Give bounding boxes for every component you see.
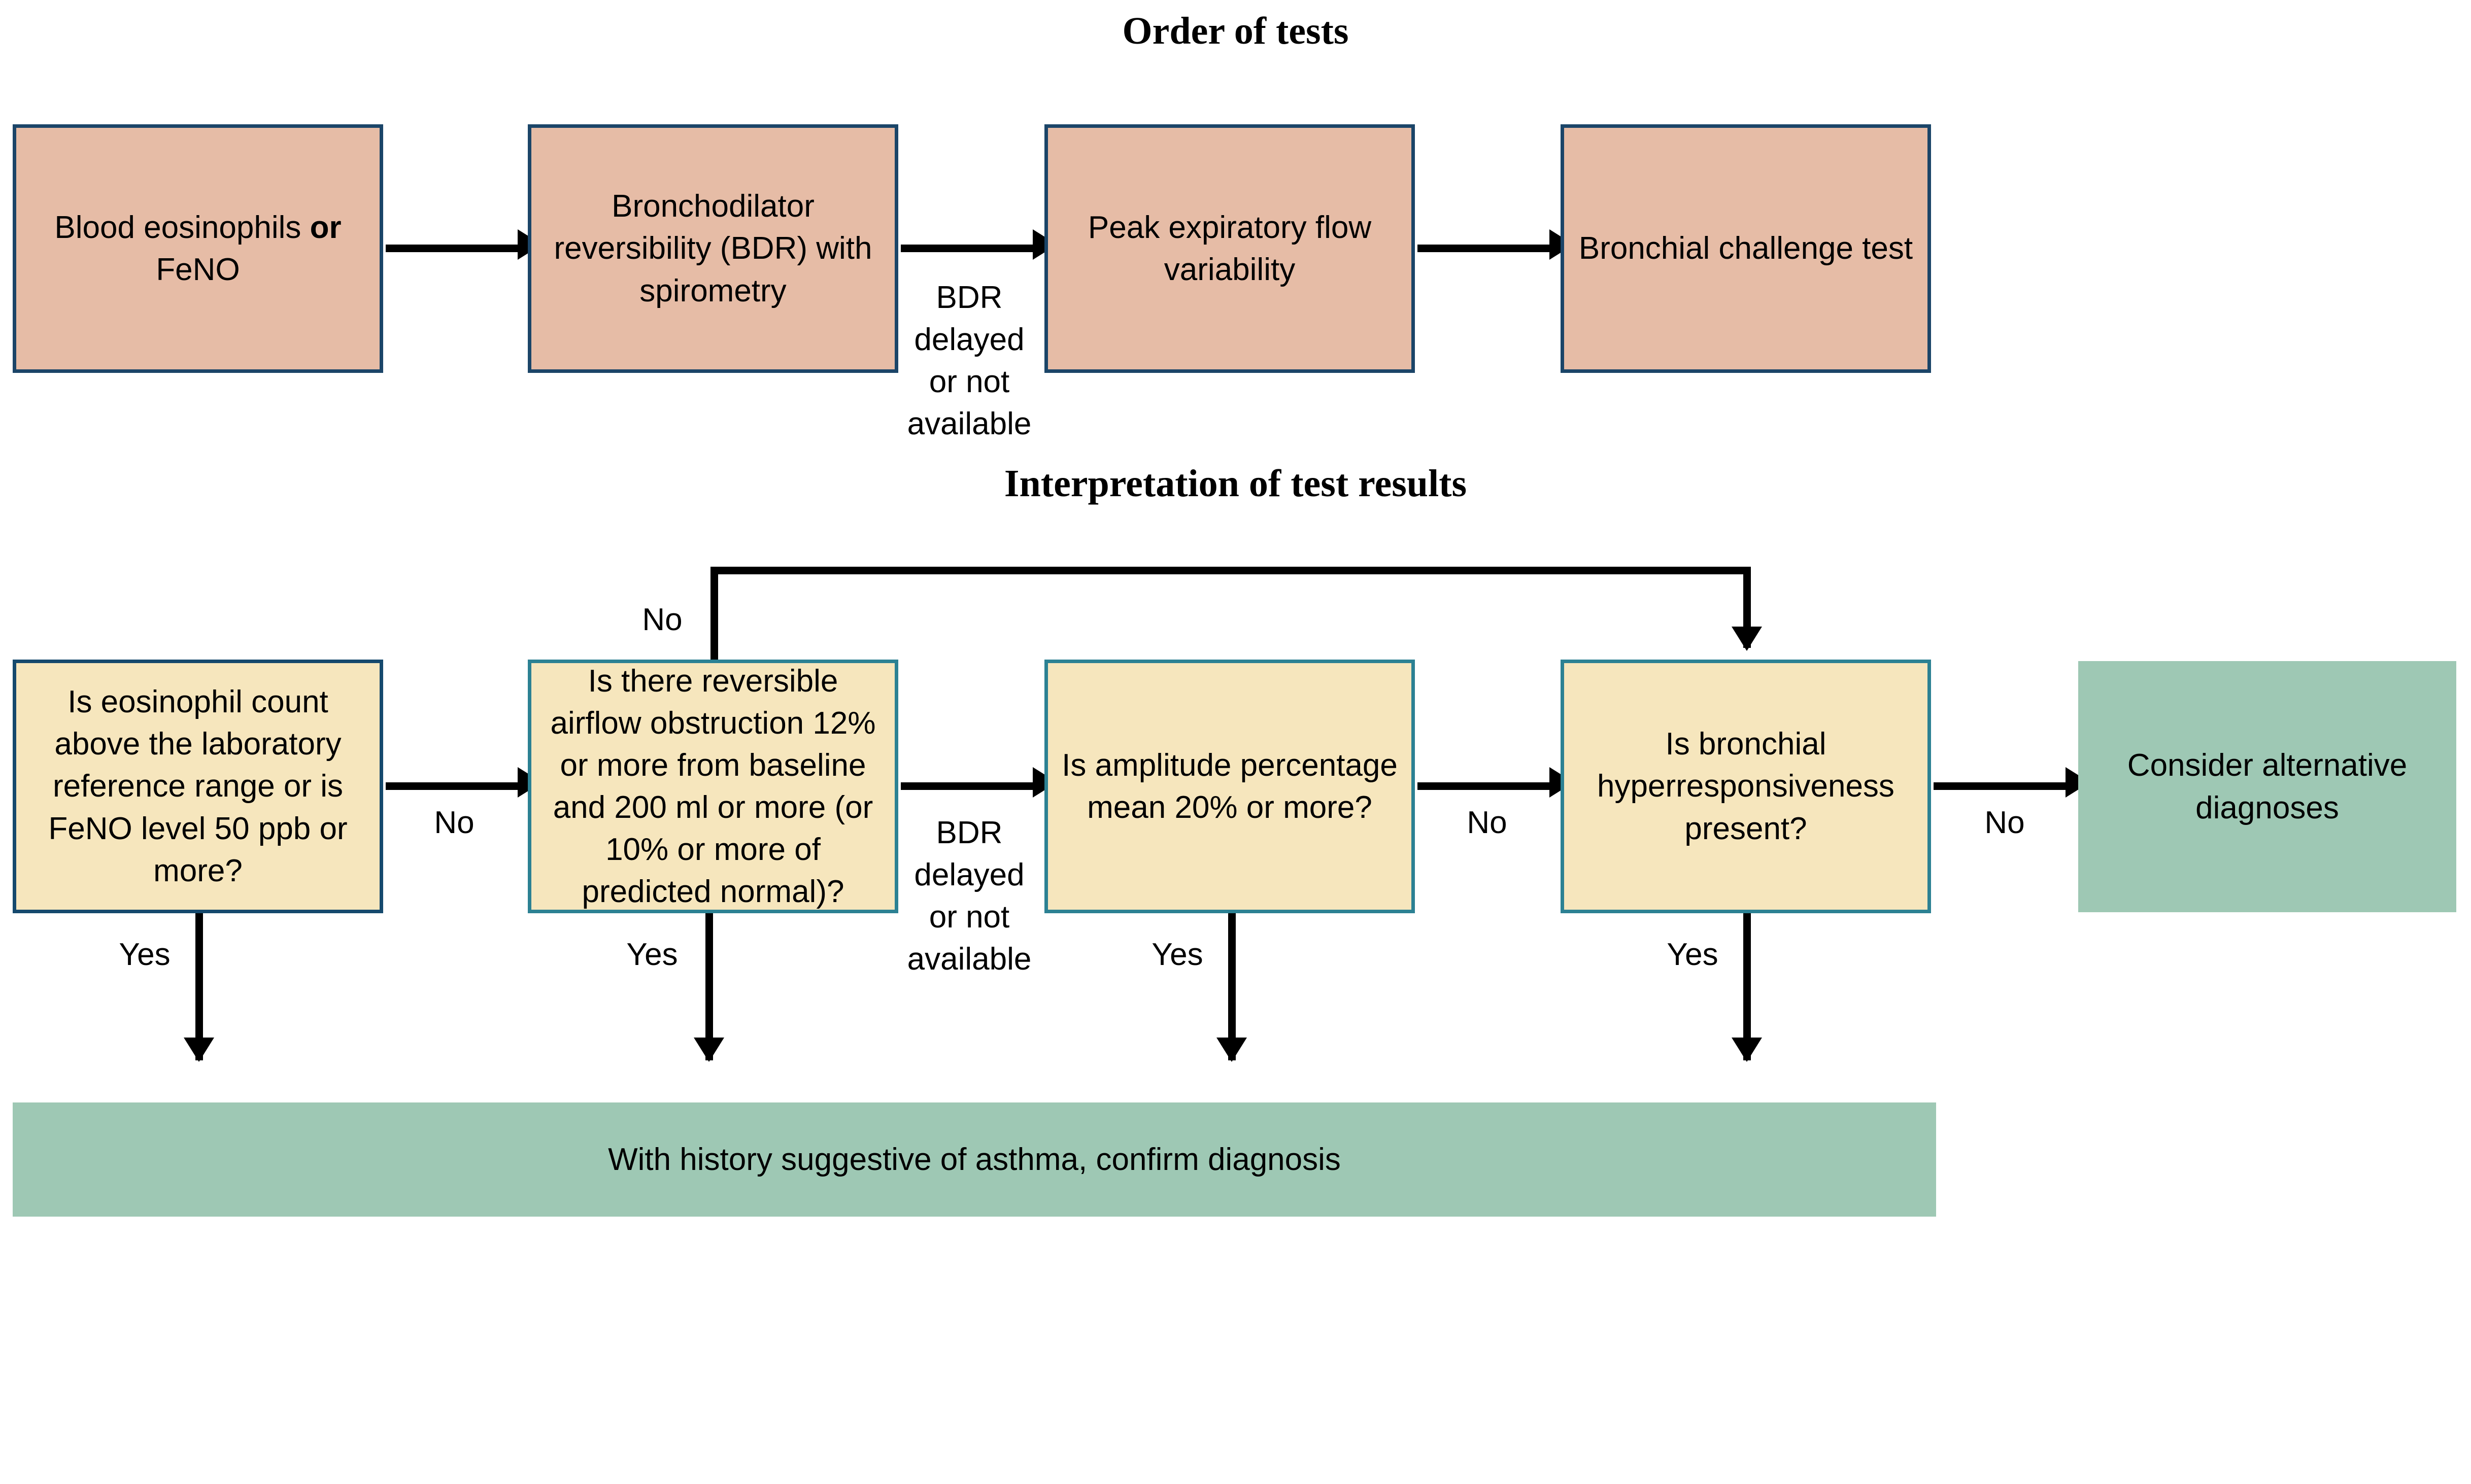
box-peak-expiratory-flow-label: Peak expiratory flow variability [1088,210,1372,287]
interpretation-title: Interpretation of test results [1004,462,1467,505]
connector-line-interp-2 [901,782,1035,790]
edge-label-no-1: No [434,805,475,840]
box-bronchial-challenge: Bronchial challenge test [1561,124,1931,373]
box-bdr-spirometry-label: Bronchodilator reversibility (BDR) with … [554,189,872,308]
box-reversible-obstruction-question: Is there reversible airflow obstruction … [528,660,898,913]
yes-line-3 [1228,913,1236,1060]
yes-line-1 [195,913,203,1060]
box-hyperresponsiveness-question-label: Is bronchial hyperresponsiveness present… [1597,727,1894,846]
connector-line-order-3 [1417,245,1552,252]
edge-label-no-3: No [1984,805,2025,840]
arrow-yes-4 [1732,1038,1762,1062]
box-amplitude-question-label: Is amplitude percentage mean 20% or more… [1062,747,1398,825]
connector-line-order-2 [901,245,1035,252]
connector-line-order-1 [386,245,520,252]
edge-label-yes-1: Yes [119,937,171,972]
connector-line-interp-3 [1417,782,1552,790]
edge-label-bdr-delayed-order: BDR delayed or not available [907,280,1032,442]
edge-label-yes-3: Yes [1152,937,1203,972]
yes-line-2 [705,913,713,1060]
box-blood-eosinophils-feno: Blood eosinophils or FeNO [13,124,383,373]
order-of-tests-title: Order of tests [1122,10,1349,52]
box-eosinophil-question-label: Is eosinophil count above the laboratory… [48,684,348,888]
connector-line-interp-4 [1934,782,2068,790]
box-consider-alternative-diagnoses-label: Consider alternative diagnoses [2127,748,2408,825]
label-part-2: FeNO [156,252,240,287]
loop-line-horizontal [710,567,1751,574]
footer: British Thoracic Society NICE National I… [0,1370,2471,1484]
box-blood-eosinophils-feno-label: Blood eosinophils or FeNO [25,206,370,291]
edge-label-yes-2: Yes [626,937,678,972]
outcome-bar-label: With history suggestive of asthma, confi… [608,1142,1341,1177]
yes-line-4 [1743,913,1751,1060]
box-consider-alternative-diagnoses: Consider alternative diagnoses [2078,661,2456,912]
arrow-yes-3 [1216,1038,1247,1062]
box-bdr-spirometry: Bronchodilator reversibility (BDR) with … [528,124,898,373]
box-hyperresponsiveness-question: Is bronchial hyperresponsiveness present… [1561,660,1931,913]
box-reversible-obstruction-question-label: Is there reversible airflow obstruction … [550,663,876,910]
edge-label-yes-4: Yes [1667,937,1718,972]
loop-line-vertical-left [710,567,718,663]
connector-line-interp-1 [386,782,520,790]
outcome-bar-confirm-diagnosis: With history suggestive of asthma, confi… [13,1102,1936,1217]
box-bronchial-challenge-label: Bronchial challenge test [1578,231,1913,266]
box-eosinophil-question: Is eosinophil count above the laboratory… [13,660,383,913]
label-part-1: Blood eosinophils [54,210,310,245]
box-peak-expiratory-flow: Peak expiratory flow variability [1044,124,1415,373]
edge-label-no-2: No [1467,805,1507,840]
arrow-yes-2 [694,1038,724,1062]
edge-label-bdr-delayed-interp: BDR delayed or not available [907,815,1032,977]
edge-label-loop-no: No [642,602,683,637]
label-emphasis-or: or [310,210,342,245]
arrow-loop-into-hyperresponsiveness [1732,627,1762,651]
box-amplitude-question: Is amplitude percentage mean 20% or more… [1044,660,1415,913]
arrow-yes-1 [184,1038,214,1062]
